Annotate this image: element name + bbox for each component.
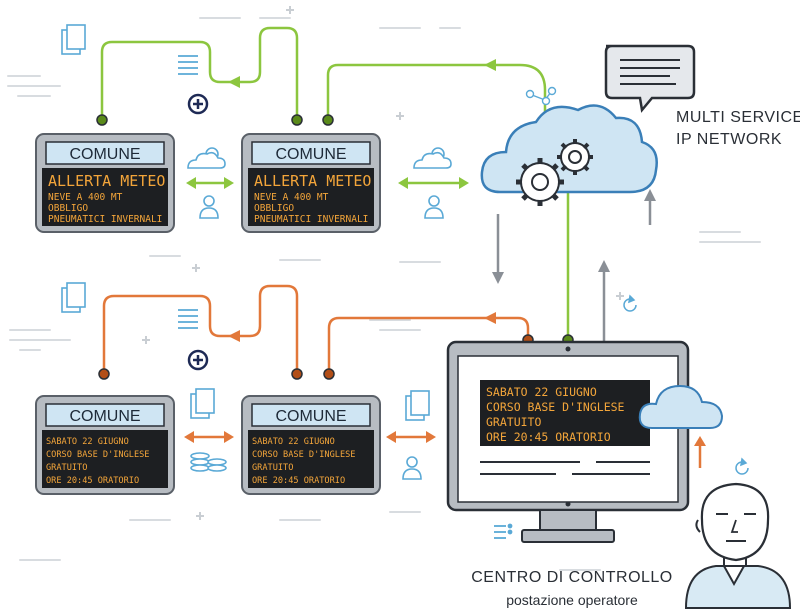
green-arrow-head-2 — [484, 59, 496, 71]
sign-header: COMUNE — [69, 408, 140, 425]
person-icon — [424, 195, 444, 219]
sign-line: PNEUMATICI INVERNALI — [48, 214, 162, 225]
green-connections — [100, 26, 570, 342]
operator-avatar — [684, 482, 792, 609]
weather-icon — [413, 147, 452, 169]
document-icon — [190, 388, 215, 419]
green-line-top-mid — [240, 26, 299, 120]
network-icon — [525, 86, 557, 106]
monitor-line: ORE 20:45 ORATORIO — [486, 430, 611, 444]
gear-icon — [557, 139, 593, 175]
sign-line: ALLERTA METEO — [254, 172, 371, 190]
sign-header: COMUNE — [69, 146, 140, 163]
list-icon — [178, 309, 198, 329]
green-arrow-head-1 — [228, 76, 240, 88]
sign-2: COMUNE ALLERTA METEO NEVE A 400 MT OBBLI… — [241, 133, 381, 233]
sign-line: SABATO 22 GIUGNO — [252, 437, 335, 447]
sign-line: GRATUITO — [46, 463, 87, 473]
sign-line: NEVE A 400 MT — [48, 192, 123, 203]
sign-header: COMUNE — [275, 408, 346, 425]
sign-line: CORSO BASE D'INGLESE — [252, 450, 355, 460]
green-line-cloud-in — [326, 63, 547, 120]
document-icon — [61, 282, 86, 313]
sign-line: OBBLIGO — [48, 203, 88, 214]
monitor-line: GRATUITO — [486, 415, 541, 429]
list-icon — [494, 523, 513, 539]
gear-icon — [516, 158, 564, 206]
refresh-icon — [623, 294, 637, 312]
refresh-icon — [735, 457, 749, 475]
document-icon — [405, 390, 430, 421]
sign-1: COMUNE ALLERTA METEO NEVE A 400 MT OBBLI… — [35, 133, 175, 233]
speech-bubble-icon — [604, 44, 696, 113]
sign-3: COMUNE SABATO 22 GIUGNO CORSO BASE D'ING… — [35, 395, 175, 495]
orange-line-bottom-mid — [240, 284, 299, 374]
cloud-icon — [638, 384, 724, 429]
gray-arrows — [492, 189, 656, 345]
sign-line: ALLERTA METEO — [48, 172, 165, 190]
plus-icon — [187, 93, 209, 115]
sign-line: OBBLIGO — [254, 203, 294, 214]
sign-line: NEVE A 400 MT — [254, 192, 329, 203]
person-icon — [199, 195, 219, 219]
green-line-top-left — [100, 40, 240, 120]
monitor: SABATO 22 GIUGNO CORSO BASE D'INGLESE GR… — [446, 340, 690, 543]
sign-line: ORE 20:45 ORATORIO — [252, 476, 345, 486]
decorative-plus-marks — [142, 6, 724, 588]
network-label-line1: MULTI SERVICE — [676, 109, 800, 126]
monitor-line: SABATO 22 GIUGNO — [486, 385, 597, 399]
sign-4: COMUNE SABATO 22 GIUGNO CORSO BASE D'ING… — [241, 395, 381, 495]
control-center-title: CENTRO DI CONTROLLO — [471, 569, 673, 586]
database-icon — [190, 452, 227, 472]
sign-line: ORE 20:45 ORATORIO — [46, 476, 139, 486]
orange-line-monitor-in — [327, 316, 530, 374]
decorative-dashes — [7, 17, 761, 571]
sign-line: CORSO BASE D'INGLESE — [46, 450, 149, 460]
weather-icon — [187, 147, 226, 169]
list-icon — [178, 55, 198, 75]
orange-line-bottom-left — [102, 294, 240, 374]
sign-line: SABATO 22 GIUGNO — [46, 437, 129, 447]
orange-connections — [102, 284, 702, 468]
sign-line: PNEUMATICI INVERNALI — [254, 214, 368, 225]
orange-arrowheads — [184, 312, 706, 446]
sign-header: COMUNE — [275, 146, 346, 163]
monitor-line: CORSO BASE D'INGLESE — [486, 400, 625, 414]
plus-icon — [187, 349, 209, 371]
control-center-subtitle: postazione operatore — [506, 592, 638, 608]
document-icon — [61, 24, 86, 55]
person-icon — [402, 456, 422, 480]
network-label-line2: IP NETWORK — [676, 131, 782, 148]
green-arrowheads — [186, 59, 496, 189]
sign-line: GRATUITO — [252, 463, 293, 473]
cloud-network — [480, 104, 658, 206]
